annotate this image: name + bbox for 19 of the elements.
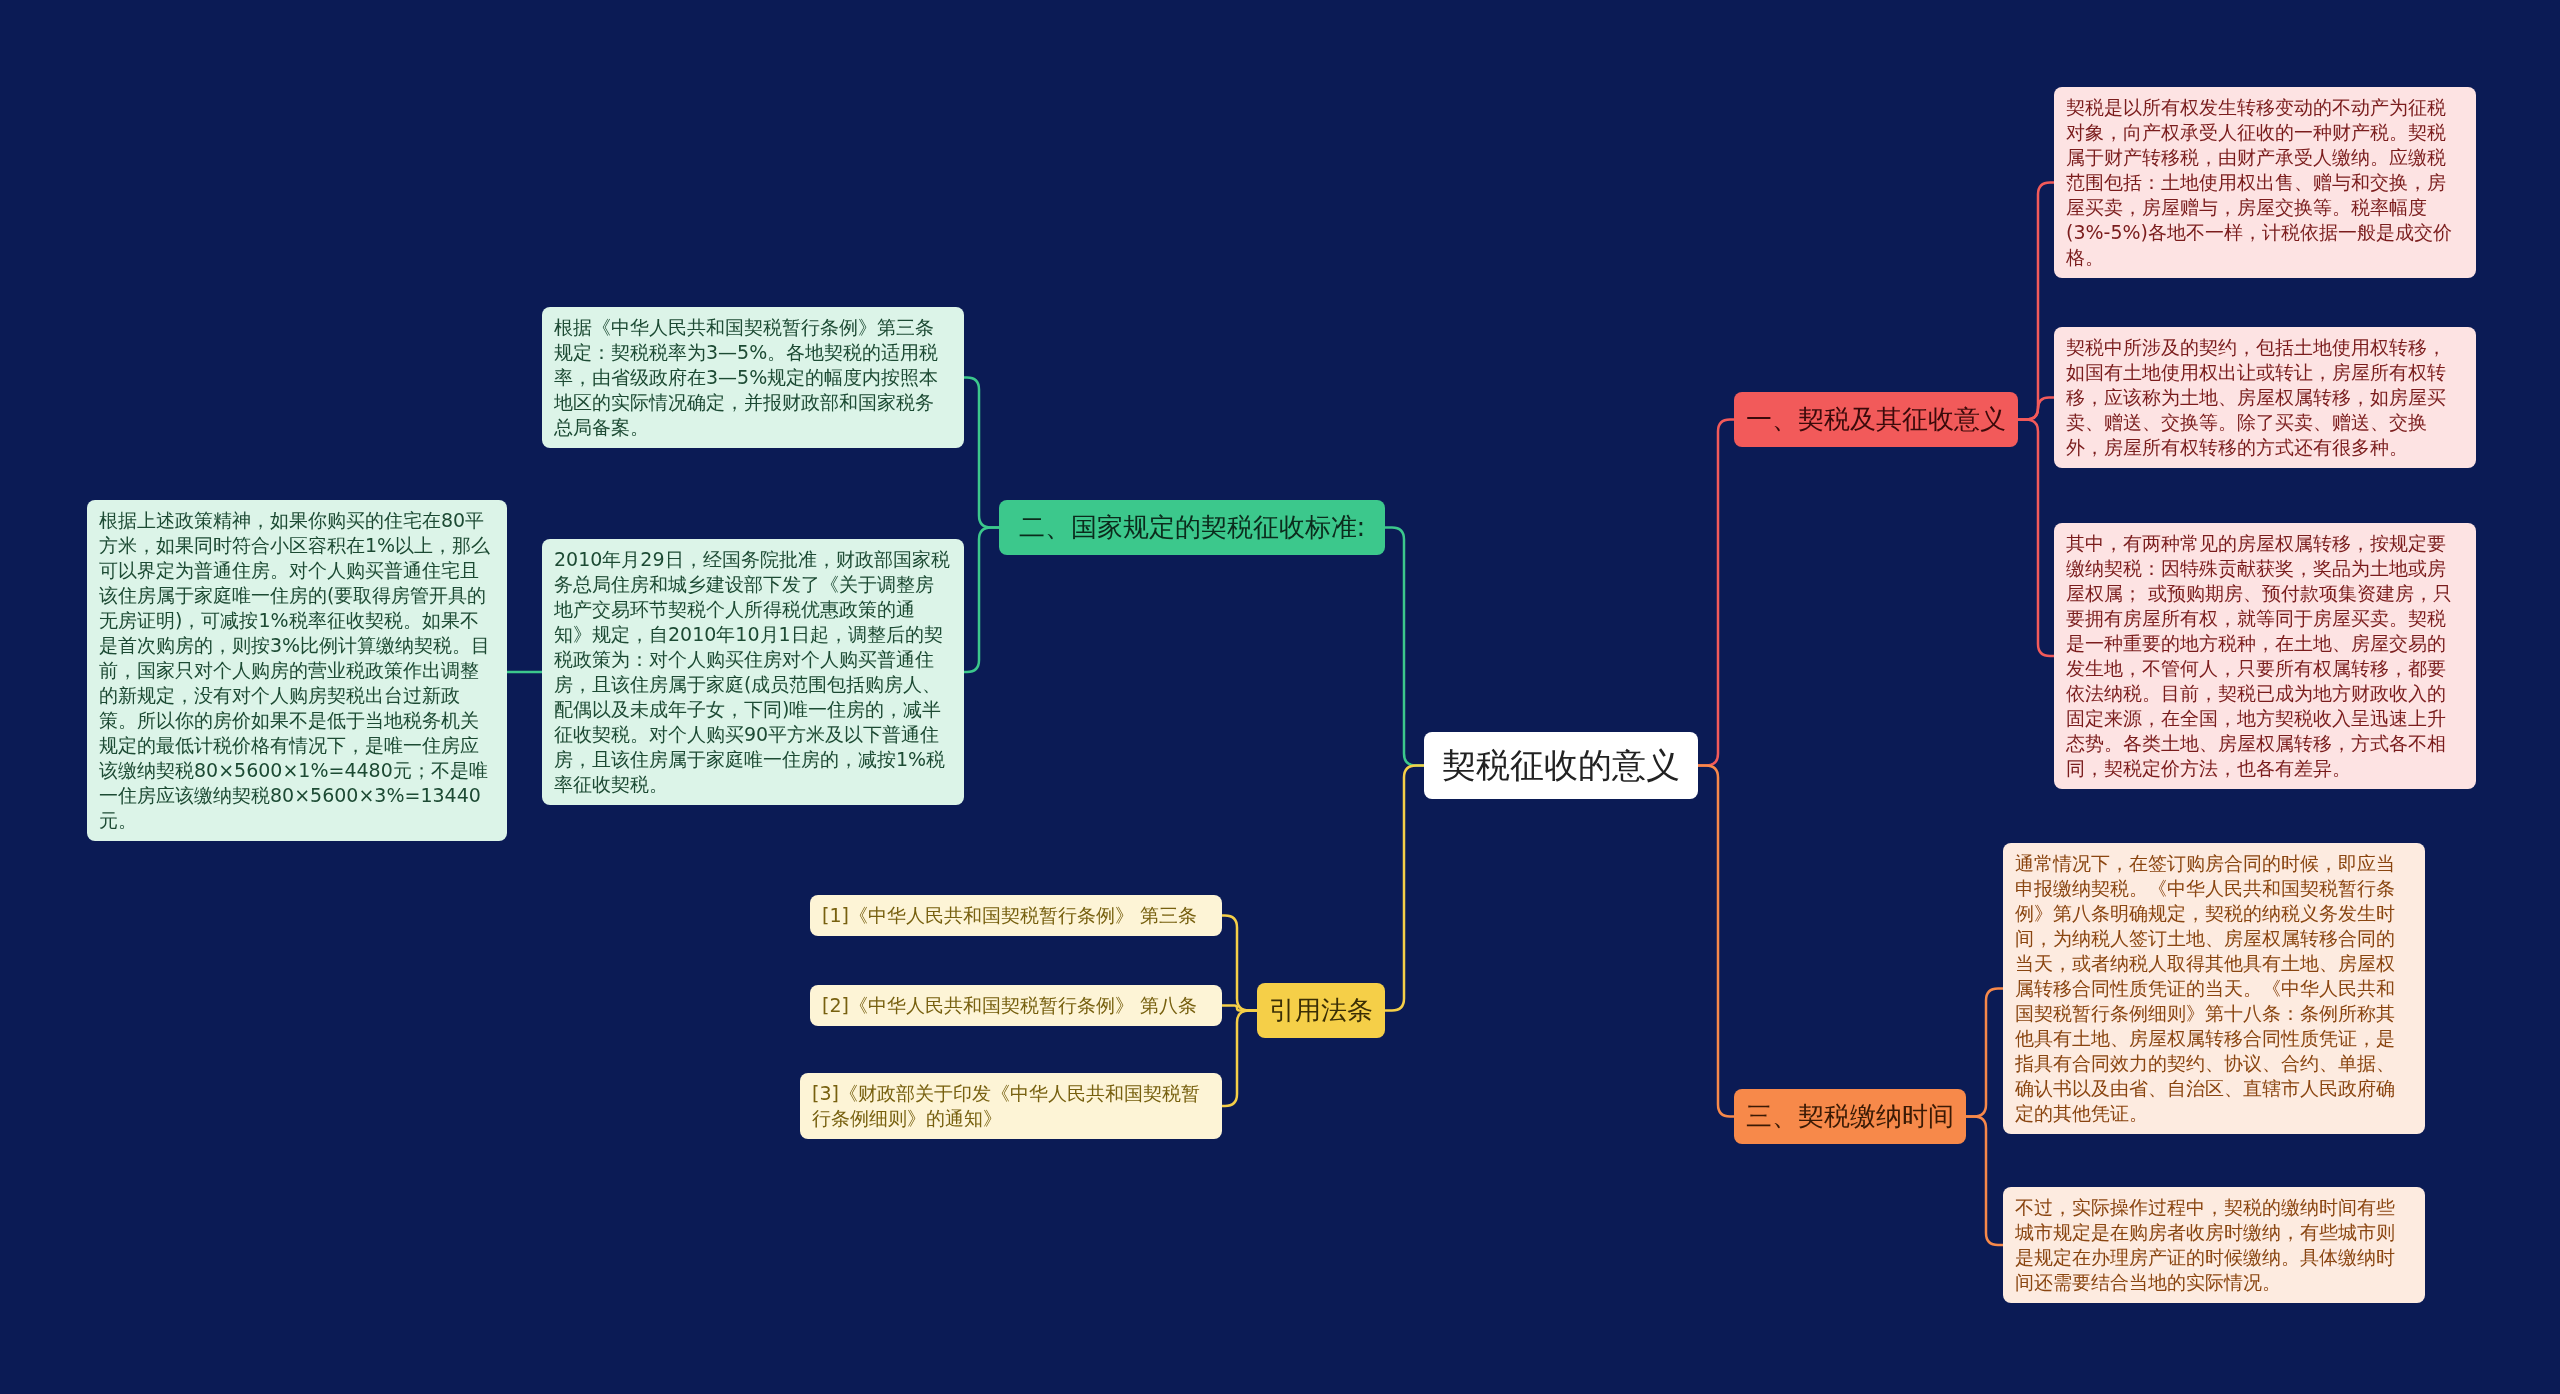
central-topic: 契税征收的意义 [1424, 732, 1698, 799]
note-card: 根据上述政策精神，如果你购买的住宅在80平方米，如果同时符合小区容积在1%以上，那么可以界定为普通住房。对个人购买普通住宅且该住房属于家庭唯一住房的(要取得房管开具的无房证明)，可减按1%税率征收契税。如果不是首次购房的，则按3%比例计算缴纳契税。目前，国家只对个人购房的营业税政策作出调整的新规定，没有对个人购房契税出台过新政策。所以你的房价如果不是低于当地税务机关规定的最低计税价格有情况下，是唯一住房应该缴纳契税80×5600×1%=4480元；不是唯一住房应该缴纳契税80×5600×3%=13440元。 [87, 500, 507, 841]
note-card: [2]《中华人民共和国契税暂行条例》 第八条 [810, 985, 1222, 1026]
note-card: 根据《中华人民共和国契税暂行条例》第三条规定：契税税率为3—5%。各地契税的适用税率，由省级政府在3—5%规定的幅度内按照本地区的实际情况确定，并报财政部和国家税务总局备案。 [542, 307, 964, 448]
note-card: 契税中所涉及的契约，包括土地使用权转移，如国有土地使用权出让或转让，房屋所有权转移，应该称为土地、房屋权属转移，如房屋买卖、赠送、交换等。除了买卖、赠送、交换外，房屋所有权转移的方式还有很多种。 [2054, 327, 2476, 468]
branch-topic: 引用法条 [1257, 983, 1385, 1038]
note-card: 2010年月29日，经国务院批准，财政部国家税务总局住房和城乡建设部下发了《关于调整房地产交易环节契税个人所得税优惠政策的通知》规定，自2010年10月1日起，调整后的契税政策为：对个人购买住房对个人购买普通住房，且该住房属于家庭(成员范围包括购房人、配偶以及未成年子女，下同)唯一住房的，减半征收契税。对个人购买90平方米及以下普通住房，且该住房属于家庭唯一住房的，减按1%税率征收契税。 [542, 539, 964, 805]
note-card: [1]《中华人民共和国契税暂行条例》 第三条 [810, 895, 1222, 936]
note-card: [3]《财政部关于印发《中华人民共和国契税暂行条例细则》的通知》 [800, 1073, 1222, 1139]
note-card: 不过，实际操作过程中，契税的缴纳时间有些城市规定是在购房者收房时缴纳，有些城市则是规定在办理房产证的时候缴纳。具体缴纳时间还需要结合当地的实际情况。 [2003, 1187, 2425, 1303]
branch-topic: 二、国家规定的契税征收标准: [999, 500, 1385, 555]
note-card: 契税是以所有权发生转移变动的不动产为征税对象，向产权承受人征收的一种财产税。契税属于财产转移税，由财产承受人缴纳。应缴税范围包括：土地使用权出售、赠与和交换，房屋买卖，房屋赠与，房屋交换等。税率幅度(3%-5%)各地不一样，计税依据一般是成交价格。 [2054, 87, 2476, 278]
note-card: 通常情况下，在签订购房合同的时候，即应当申报缴纳契税。《中华人民共和国契税暂行条例》第八条明确规定，契税的纳税义务发生时间，为纳税人签订土地、房屋权属转移合同的当天，或者纳税人取得其他具有土地、房屋权属转移合同性质凭证的当天。《中华人民共和国契税暂行条例细则》第十八条：条例所称其他具有土地、房屋权属转移合同性质凭证，是指具有合同效力的契约、协议、合约、单据、确认书以及由省、自治区、直辖市人民政府确定的其他凭证。 [2003, 843, 2425, 1134]
branch-topic: 一、契税及其征收意义 [1734, 392, 2018, 447]
connector-line [507, 670, 542, 674]
connector-line [964, 526, 999, 674]
connector-line [1385, 764, 1424, 1012]
branch-topic: 三、契税缴纳时间 [1734, 1089, 1966, 1144]
note-card: 其中，有两种常见的房屋权属转移，按规定要缴纳契税：因特殊贡献获奖，奖品为土地或房屋权属； 或预购期房、预付款项集资建房，只要拥有房屋所有权，就等同于房屋买卖。契税是一种重要的地方税种，在土地、房屋交易的发生地，不管何人，只要所有权属转移，都要依法纳税。目前，契税已成为地方财政收入的固定来源，在全国，地方契税收入呈迅速上升态势。各类土地、房屋权属转移，方式各不相同，契税定价方法，也各有差异。 [2054, 523, 2476, 789]
